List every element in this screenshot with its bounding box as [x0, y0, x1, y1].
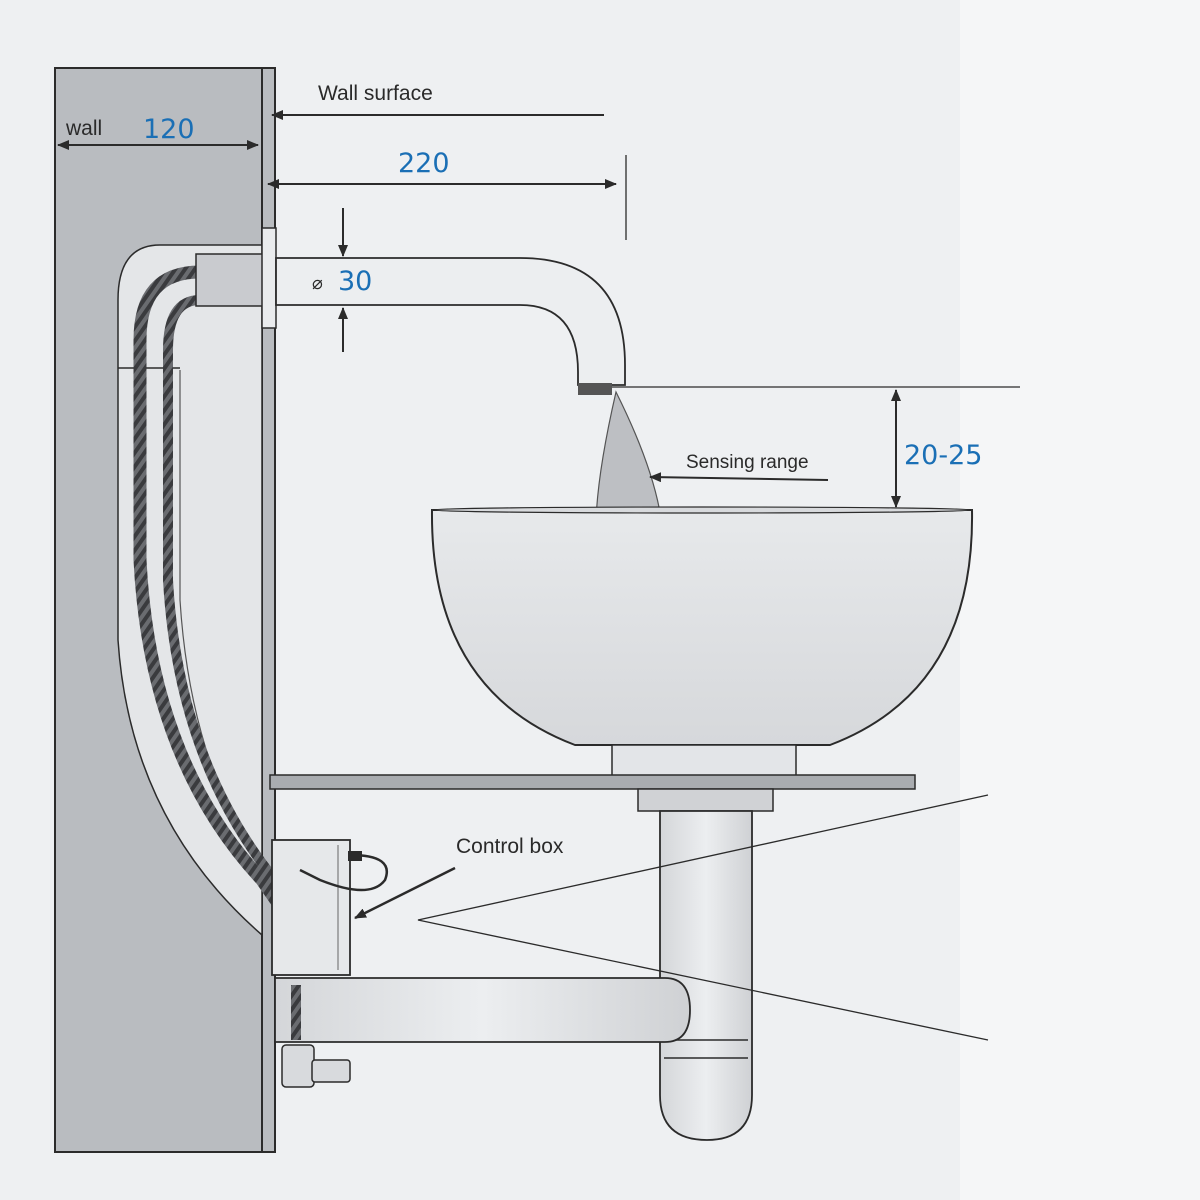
- control-box: [271, 839, 351, 976]
- braided-hose-outer: [133, 265, 307, 942]
- faucet-spout: [275, 257, 626, 386]
- basin-foot: [611, 744, 797, 781]
- diameter-symbol: ⌀: [312, 273, 323, 293]
- drain-nut: [637, 788, 774, 812]
- control-box-arrow: [354, 866, 456, 920]
- wall-surface-label: Wall surface: [318, 82, 433, 105]
- braided-hose-inner: [163, 295, 280, 885]
- wall-thickness-value: 120: [143, 114, 195, 145]
- angle-valve: [281, 1044, 315, 1088]
- reach-value: 220: [398, 148, 450, 179]
- horizontal-pipe: [274, 977, 691, 1043]
- drain-pipe: [659, 810, 753, 1141]
- control-box-label: Control box: [456, 835, 564, 858]
- countertop: [269, 774, 916, 790]
- hose-fitting: [195, 253, 265, 307]
- basin-bowl: [430, 509, 974, 746]
- sensor-cable: [299, 853, 388, 892]
- conduit-cavity: [117, 244, 263, 937]
- wall-flange: [261, 227, 277, 329]
- sensing-range-label: Sensing range: [686, 452, 809, 473]
- valve-outlet: [311, 1059, 351, 1083]
- detection-field: [417, 794, 989, 1041]
- wall-label: wall: [65, 117, 102, 140]
- diameter-value: 30: [338, 266, 372, 297]
- cable-plug: [348, 851, 362, 861]
- sensor-height-value: 20-25: [904, 440, 982, 471]
- basin-rim: [431, 506, 973, 514]
- spout-aerator: [578, 383, 612, 395]
- background-fade: [960, 0, 1200, 1200]
- sensing-range-arrow: [649, 472, 829, 483]
